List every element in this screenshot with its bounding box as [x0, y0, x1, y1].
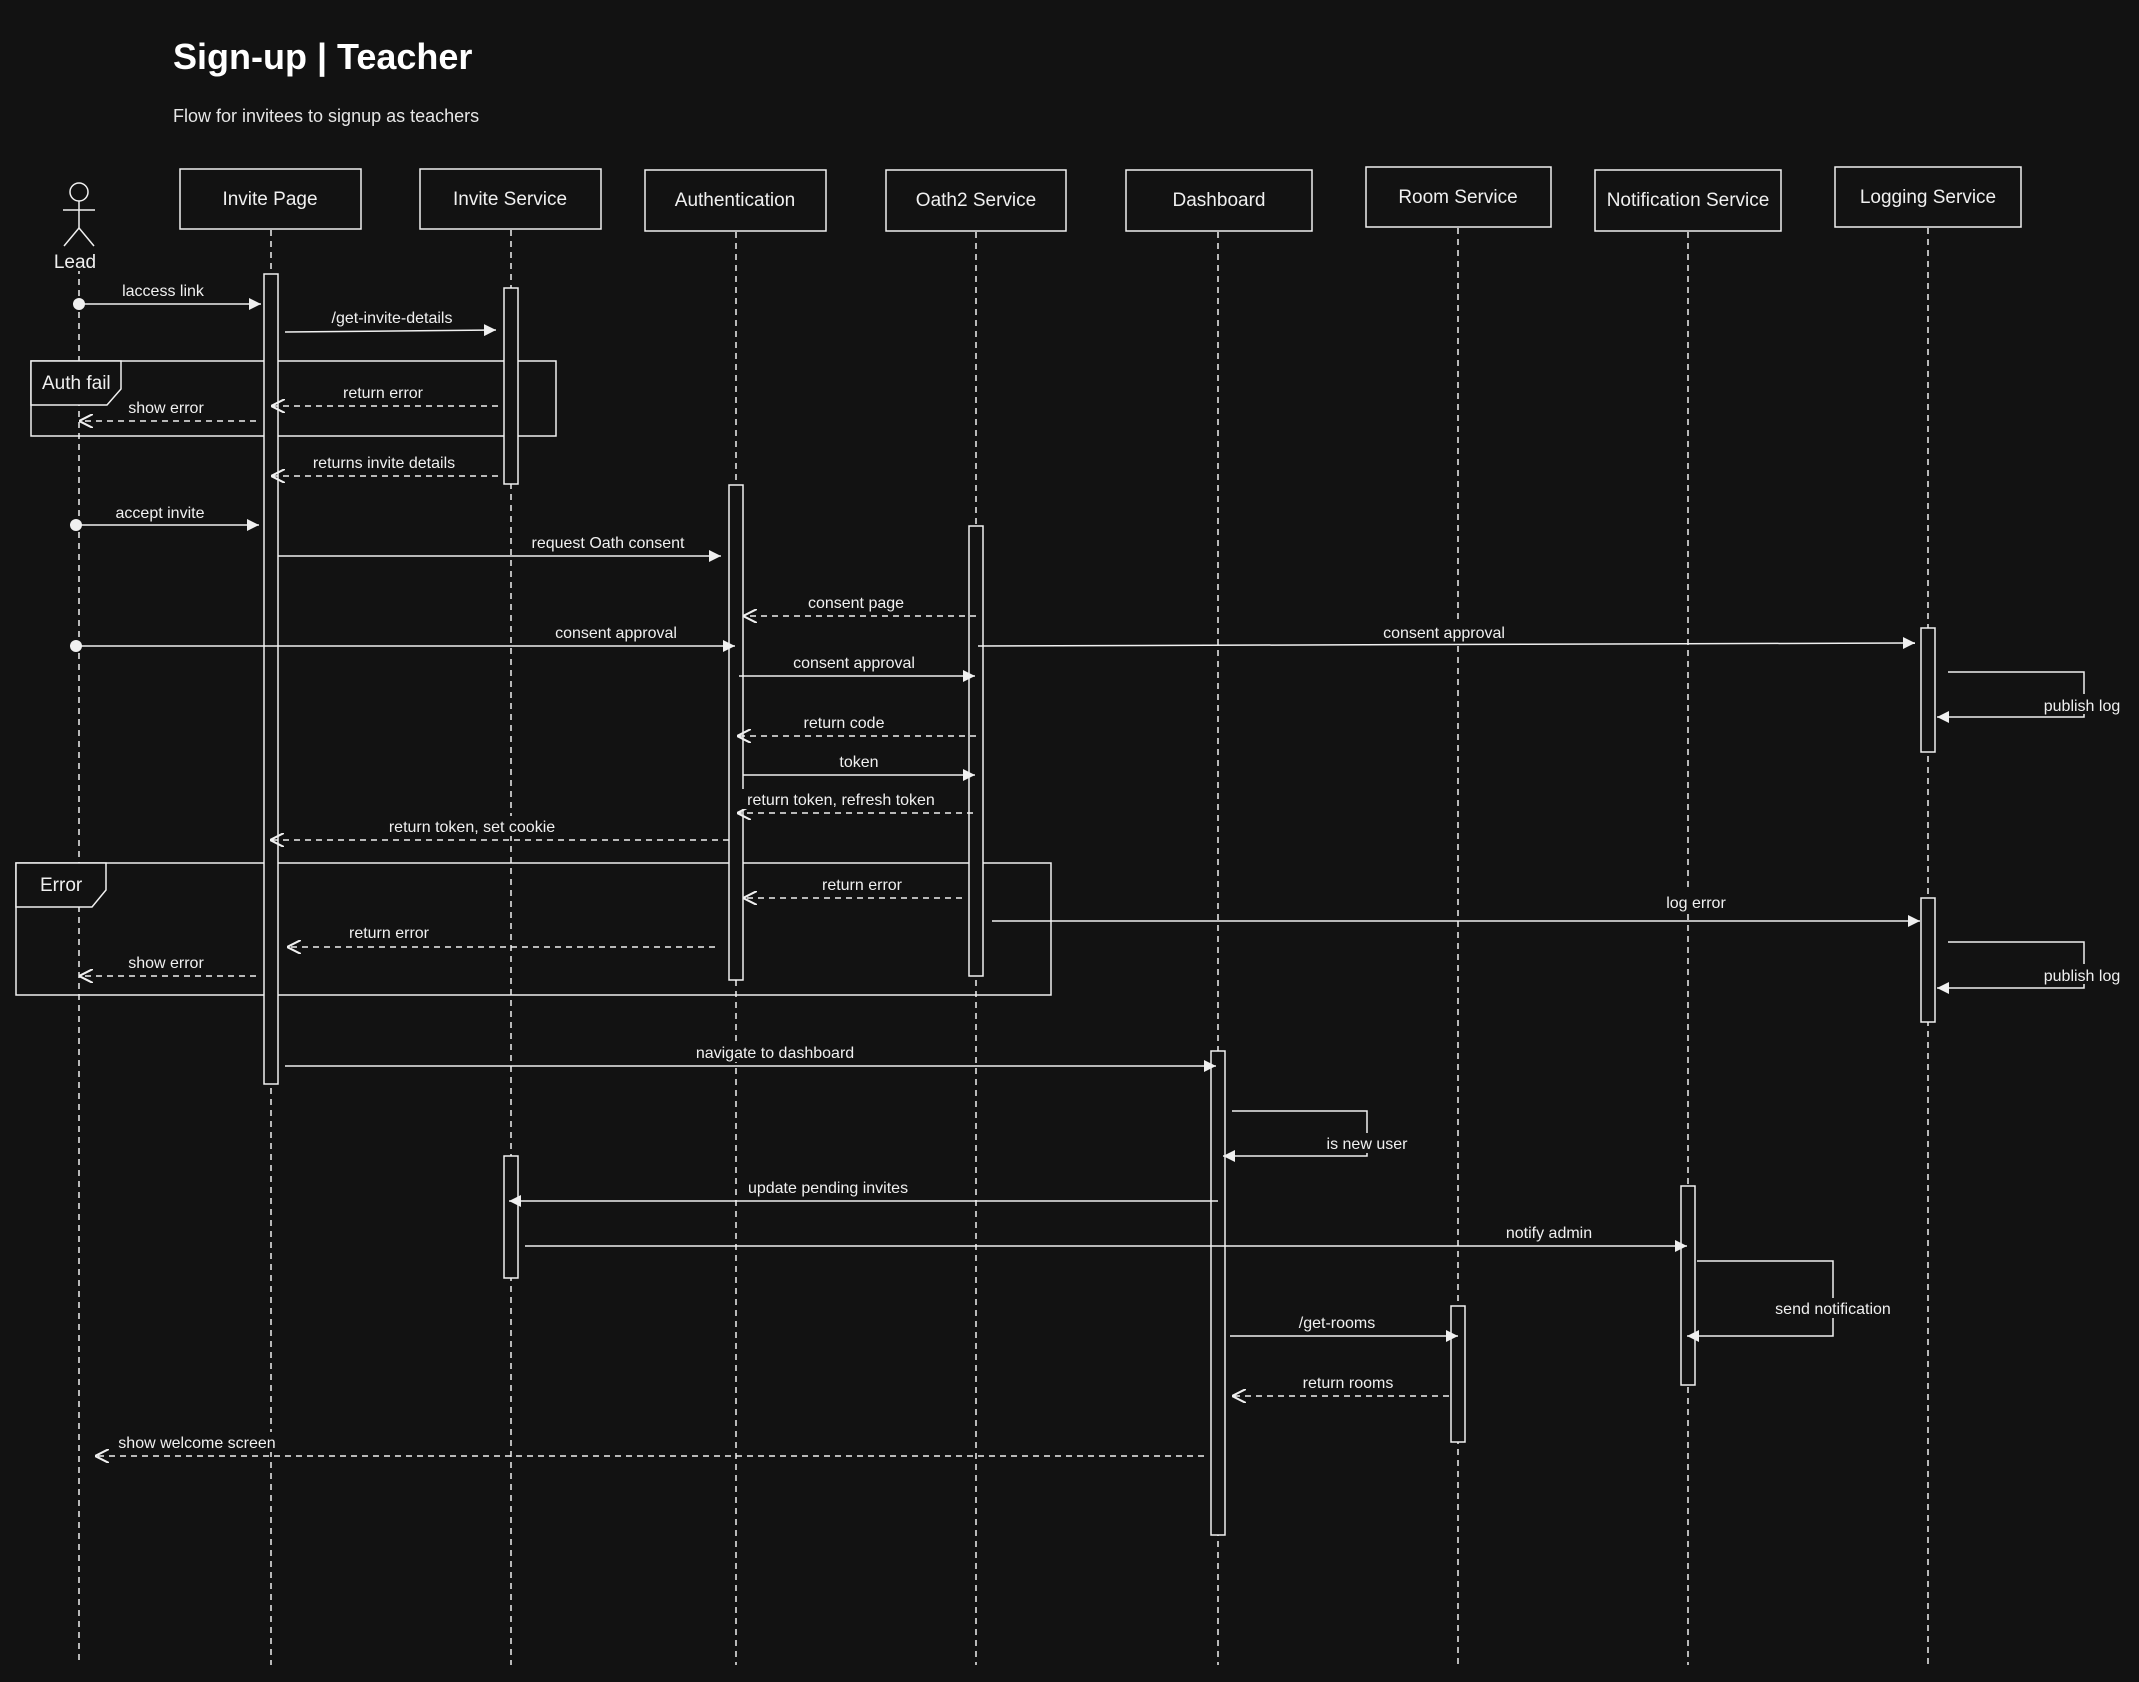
- participant-oath2-service: Oath2 Service: [885, 169, 1067, 232]
- fragment-label-auth-fail: Auth fail: [42, 373, 111, 394]
- message-label: consent approval: [793, 655, 915, 672]
- message-label: /get-rooms: [1299, 1315, 1375, 1332]
- svg-text:Invite Service: Invite Service: [453, 189, 567, 210]
- message-label: return token, set cookie: [389, 819, 555, 836]
- message-label: consent approval: [555, 625, 677, 642]
- message-label: return token, refresh token: [747, 792, 935, 809]
- participant-authentication: Authentication: [644, 169, 827, 232]
- message-label: returns invite details: [313, 455, 455, 472]
- message-label: /get-invite-details: [332, 310, 453, 327]
- activation-authentication: [728, 484, 744, 981]
- fragment-label-error: Error: [40, 875, 83, 896]
- participant-dashboard: Dashboard: [1125, 169, 1313, 232]
- message-label: publish log: [2044, 698, 2121, 715]
- message-label: return rooms: [1303, 1375, 1394, 1392]
- stick-figure-icon: [63, 182, 95, 247]
- svg-text:Room Service: Room Service: [1398, 187, 1517, 208]
- activation-dashboard: [1210, 1050, 1226, 1536]
- message-label: accept invite: [116, 505, 205, 522]
- page-subtitle: Flow for invitees to signup as teachers: [173, 106, 480, 126]
- participant-notification-service: Notification Service: [1594, 169, 1782, 232]
- actor-label: Lead: [54, 252, 96, 273]
- message-label: return error: [822, 877, 903, 894]
- message-label: token: [839, 754, 878, 771]
- message-label: consent page: [808, 595, 904, 612]
- activation-logging-service-2: [1920, 897, 1936, 1023]
- participant-room-service: Room Service: [1365, 166, 1552, 228]
- message-label: return code: [804, 715, 885, 732]
- participants: Invite Page Invite Service Authenticatio…: [179, 166, 2022, 232]
- lifelines: [78, 228, 1929, 1665]
- message-label: show error: [128, 400, 204, 417]
- message-label: navigate to dashboard: [696, 1045, 854, 1062]
- activation-invite-service-1: [503, 287, 519, 485]
- message-label: update pending invites: [748, 1180, 908, 1197]
- message-arrow-consent-approval-2: [977, 637, 1916, 650]
- page-title: Sign-up | Teacher: [173, 36, 473, 77]
- participant-logging-service: Logging Service: [1834, 166, 2022, 228]
- message-label: laccess link: [122, 283, 205, 300]
- activation-notification-service: [1680, 1185, 1696, 1386]
- message-label: is new user: [1327, 1136, 1409, 1153]
- activation-oath2-service: [968, 525, 984, 977]
- message-label: log error: [1666, 895, 1726, 912]
- activation-bars: [263, 273, 1936, 1536]
- message-arrow-get-invite-details: [284, 324, 497, 337]
- activation-logging-service-1: [1920, 627, 1936, 753]
- message-label: show welcome screen: [118, 1435, 275, 1452]
- fragment-error: Error: [15, 862, 1052, 996]
- fragment-auth-fail: Auth fail: [30, 360, 557, 437]
- svg-text:Logging Service: Logging Service: [1860, 187, 1996, 208]
- svg-text:Notification Service: Notification Service: [1607, 190, 1770, 211]
- message-label: notify admin: [1506, 1225, 1592, 1242]
- message-label: return error: [343, 385, 424, 402]
- actor-lead: Lead: [52, 182, 98, 273]
- svg-text:Oath2 Service: Oath2 Service: [916, 190, 1036, 211]
- messages: [70, 298, 2085, 1456]
- message-labels: laccess link /get-invite-details return …: [111, 279, 2125, 1452]
- message-label: request Oath consent: [532, 535, 686, 552]
- svg-text:Dashboard: Dashboard: [1173, 190, 1266, 211]
- svg-text:Invite Page: Invite Page: [222, 189, 317, 210]
- activation-invite-service-2: [503, 1155, 519, 1279]
- participant-invite-service: Invite Service: [419, 168, 602, 230]
- activation-invite-page: [263, 273, 279, 1085]
- message-label: show error: [128, 955, 204, 972]
- message-label: send notification: [1775, 1301, 1891, 1318]
- message-label: return error: [349, 925, 430, 942]
- svg-text:Authentication: Authentication: [675, 190, 795, 211]
- message-label: consent approval: [1383, 625, 1505, 642]
- participant-invite-page: Invite Page: [179, 168, 362, 230]
- activation-room-service: [1450, 1305, 1466, 1443]
- message-label: publish log: [2044, 968, 2121, 985]
